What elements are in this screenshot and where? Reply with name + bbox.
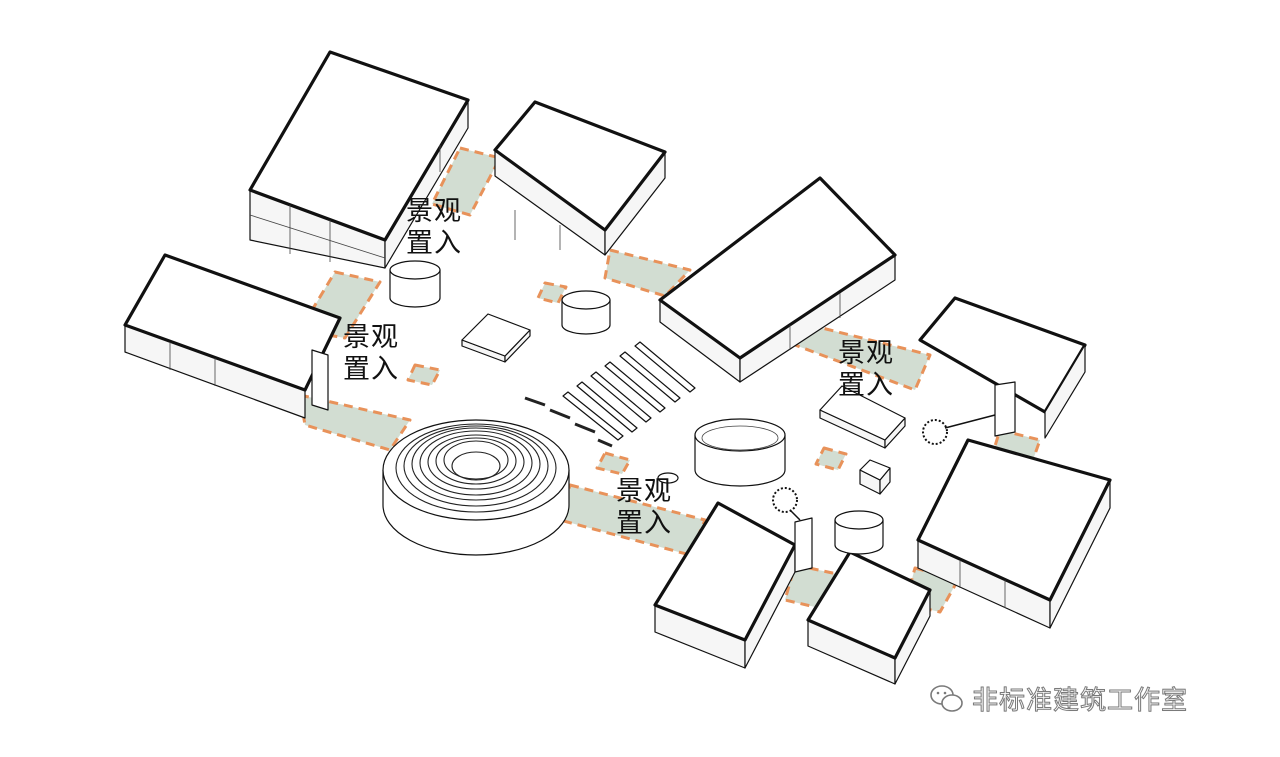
building-right-top [918, 296, 1087, 439]
landscape-zone-bottom [560, 485, 705, 555]
landscape-zone-top [432, 148, 500, 215]
landscape-zone-right [795, 325, 930, 390]
small-disc [657, 472, 679, 484]
landscape-label-right-line2: 置入 [838, 370, 894, 401]
bench-strips [562, 341, 696, 441]
landscape-label-bottom-line1: 景观 [616, 476, 672, 507]
amphitheater [382, 419, 570, 556]
spiral-stair-bottom [772, 487, 801, 521]
landscape-label-left-line1: 景观 [343, 322, 399, 353]
building-right-tall [658, 176, 897, 383]
landscape-label-bottom-line2: 置入 [616, 508, 672, 539]
watermark: 非标准建筑工作室 [928, 680, 1188, 717]
cylinder-top-left [389, 260, 441, 308]
landscape-label-top-line2: 置入 [406, 228, 462, 259]
landscape-label-right-line1: 景观 [838, 338, 894, 369]
cylinder-top-center [561, 290, 611, 335]
spiral-stair-right [922, 414, 996, 445]
box-small [859, 459, 891, 495]
wechat-icon [930, 685, 963, 712]
landscape-label-top: 景观 置入 [406, 196, 462, 260]
building-top-left [248, 50, 470, 269]
box-center-left [461, 313, 531, 363]
watermark-text: 非标准建筑工作室 [971, 686, 1189, 717]
building-left [123, 253, 342, 419]
landscape-label-right: 景观 置入 [838, 338, 894, 402]
box-right [819, 385, 906, 449]
landscape-label-left-line2: 置入 [343, 354, 399, 385]
landscape-label-top-line1: 景观 [406, 196, 462, 227]
building-bottom-middle [653, 501, 813, 669]
landscape-zone-top-right [605, 250, 690, 296]
landscape-label-bottom: 景观 置入 [616, 476, 672, 540]
cylinder-large [694, 418, 786, 487]
path-dashes [524, 396, 613, 448]
building-right-bottom [916, 438, 1112, 629]
building-bottom-small [806, 550, 932, 685]
building-top-middle [493, 100, 667, 256]
landscape-label-left: 景观 置入 [343, 322, 399, 386]
cylinder-bottom [834, 510, 884, 555]
